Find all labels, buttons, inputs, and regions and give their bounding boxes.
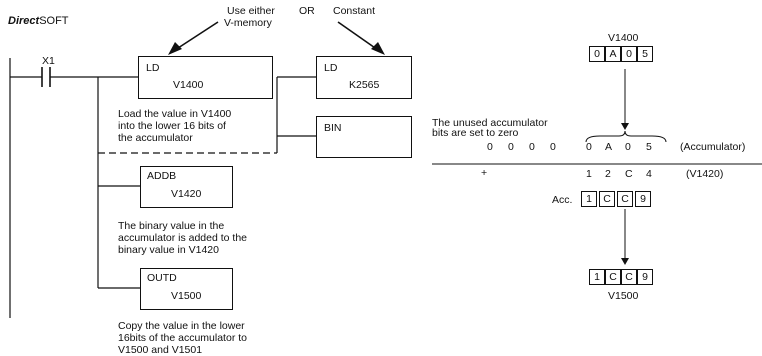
acc-digit: 0 (625, 141, 631, 153)
addb-description-line3: binary value in V1420 (118, 244, 219, 256)
result-cell: C (621, 269, 637, 285)
add-digit: 1 (586, 168, 592, 180)
unused-bits-note-line2: bits are set to zero (432, 127, 519, 139)
acc-result-cell: C (617, 191, 633, 207)
bin-op-label: BIN (324, 122, 342, 134)
acc-result-cell: C (599, 191, 615, 207)
acc-digit: A (605, 141, 613, 153)
brand-logo: DirectSOFT (8, 15, 69, 27)
addb-operand-label: V1420 (171, 188, 202, 200)
ld-instruction-box: LD V1400 (138, 56, 273, 99)
addb-op-label: ADDB (147, 170, 177, 182)
source-cell: 0 (589, 46, 605, 62)
source-cell: 5 (637, 46, 653, 62)
acc-result-cell: 1 (581, 191, 597, 207)
outd-description-line3: V1500 and V1501 (118, 344, 203, 356)
callout-or: OR (299, 5, 315, 17)
result-cell: 1 (589, 269, 605, 285)
brand-soft: SOFT (39, 15, 69, 27)
ld-description-line1: Load the value in V1400 (118, 108, 232, 120)
bin-instruction-box: BIN (316, 116, 412, 158)
acc-digit: 0 (487, 141, 493, 153)
outd-description-line2: 16bits of the accumulator to (118, 332, 247, 344)
result-register-label: V1500 (608, 290, 639, 302)
contact-label: X1 (42, 55, 55, 67)
addb-instruction-box: ADDB V1420 (140, 166, 233, 208)
acc-digit: 0 (529, 141, 535, 153)
acc-result-label: Acc. (552, 194, 573, 206)
add-digit: 2 (605, 168, 611, 180)
add-digit: C (625, 168, 633, 180)
ld-constant-box: LD K2565 (316, 56, 412, 99)
plus-sign: + (481, 167, 488, 179)
brand-direct: Direct (8, 15, 40, 27)
accumulator-label: (Accumulator) (680, 141, 746, 153)
callout-constant: Constant (333, 5, 376, 17)
source-cell: 0 (621, 46, 637, 62)
acc-digit: 5 (646, 141, 652, 153)
add-digit: 4 (646, 168, 652, 180)
outd-description-line1: Copy the value in the lower (118, 320, 245, 332)
ld-op-label: LD (146, 62, 160, 74)
addb-description-line2: accumulator is added to the (118, 232, 247, 244)
ld-operand-label: V1400 (173, 79, 204, 91)
outd-operand-label: V1500 (171, 290, 202, 302)
result-cell: C (605, 269, 621, 285)
acc-digit: 0 (586, 141, 592, 153)
ld-description-line2: into the lower 16 bits of (118, 120, 226, 132)
callout-use-either: Use either (227, 5, 275, 17)
source-cell: A (605, 46, 621, 62)
source-register-label: V1400 (608, 32, 639, 44)
addb-description-line1: The binary value in the (118, 220, 225, 232)
acc-result-cell: 9 (635, 191, 651, 207)
callout-vmemory: V-memory (224, 17, 272, 29)
ld-constant-operand-label: K2565 (349, 79, 380, 91)
ld-constant-op-label: LD (324, 62, 338, 74)
acc-digit: 0 (550, 141, 556, 153)
ld-description-line3: the accumulator (118, 132, 193, 144)
outd-op-label: OUTD (147, 272, 177, 284)
unused-bits-note-line1: The unused accumulator (432, 117, 548, 129)
add-label: (V1420) (686, 168, 724, 180)
result-cell: 9 (637, 269, 653, 285)
outd-instruction-box: OUTD V1500 (140, 268, 233, 310)
acc-digit: 0 (508, 141, 514, 153)
